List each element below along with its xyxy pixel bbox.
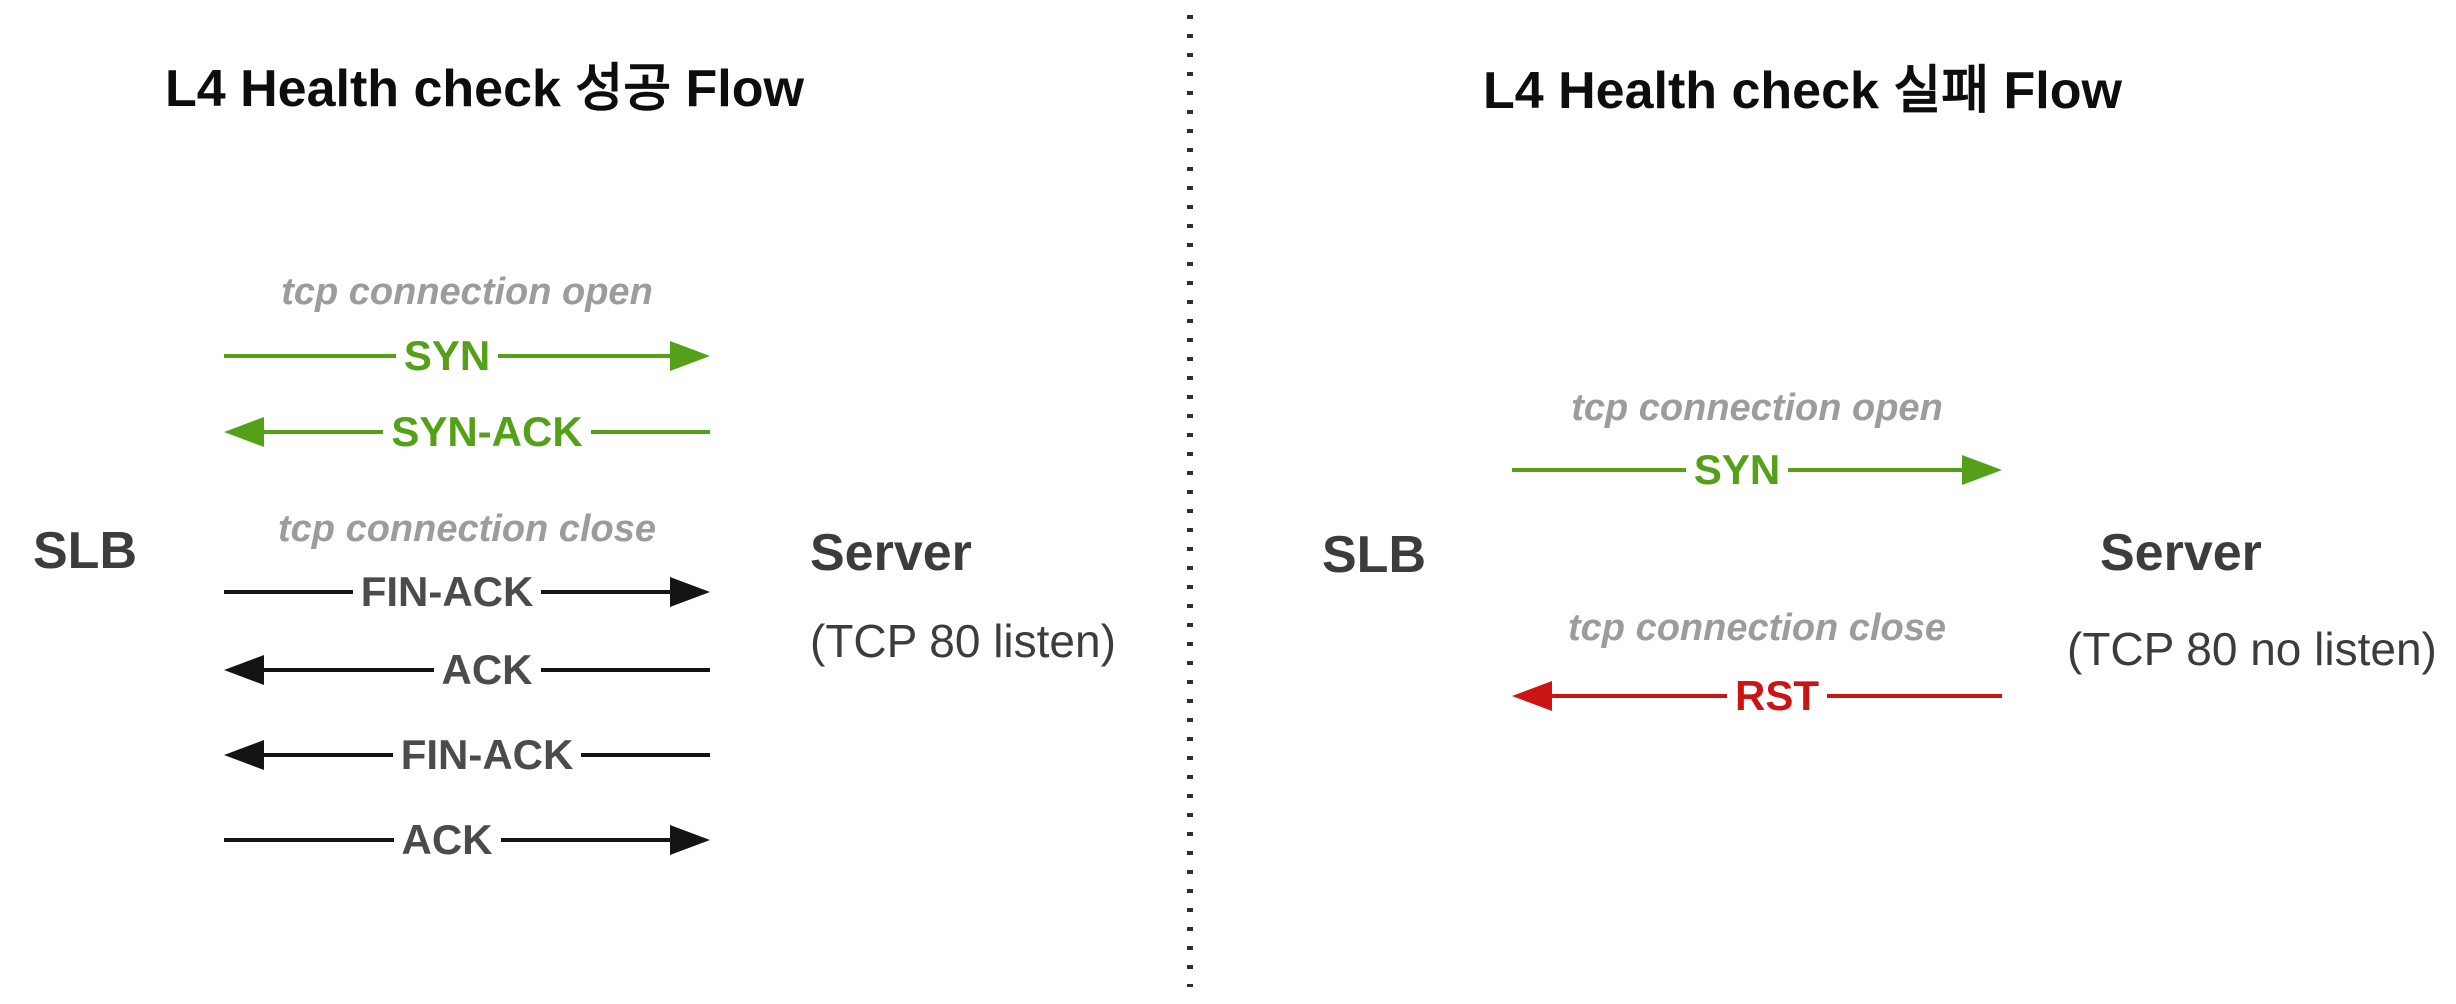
arrow-fin-ack-1: FIN-ACK: [224, 568, 711, 615]
arrow-line: [498, 354, 671, 358]
panel-failure-title: L4 Health check 실패 Flow: [1483, 62, 2122, 120]
arrow-label: FIN-ACK: [360, 568, 534, 615]
arrow-syn-ack: SYN-ACK: [224, 408, 710, 455]
section-label-tcp-close: tcp connection close: [278, 508, 656, 550]
arrow-syn: SYN: [1512, 446, 2003, 493]
arrow-label: SYN-ACK: [391, 408, 583, 455]
dotted-divider: [1187, 15, 1193, 987]
server-label: Server: [810, 524, 972, 582]
arrow-line: [264, 430, 384, 434]
slb-label: SLB: [33, 522, 137, 580]
section-label-tcp-close: tcp connection close: [1568, 607, 1946, 649]
arrow-line: [500, 838, 670, 842]
section-label-tcp-open: tcp connection open: [281, 271, 653, 313]
arrowhead-left-icon: [224, 655, 264, 685]
panel-success-title: L4 Health check 성공 Flow: [165, 60, 804, 118]
arrow-line: [224, 354, 396, 358]
arrow-line: [224, 838, 394, 842]
arrowhead-left-icon: [1512, 681, 1552, 711]
arrow-line: [1788, 468, 1963, 472]
server-label: Server: [2100, 524, 2262, 582]
arrow-line: [264, 753, 393, 757]
arrowhead-right-icon: [670, 341, 711, 371]
server-note: (TCP 80 no listen): [2067, 623, 2437, 675]
arrow-label: ACK: [401, 816, 493, 863]
arrow-line: [1512, 468, 1686, 472]
arrow-line: [264, 668, 434, 672]
arrow-line: [590, 430, 710, 434]
arrow-line: [224, 590, 353, 594]
arrow-label: ACK: [441, 646, 533, 693]
arrow-line: [1827, 694, 2002, 698]
arrow-line: [581, 753, 711, 757]
arrow-line: [540, 668, 710, 672]
server-note: (TCP 80 listen): [810, 615, 1116, 667]
arrow-line: [1552, 694, 1727, 698]
arrow-rst: RST: [1512, 672, 2002, 719]
arrow-fin-ack-2: FIN-ACK: [224, 731, 711, 778]
arrow-ack-2: ACK: [224, 816, 710, 863]
arrow-label: RST: [1735, 672, 1819, 719]
arrowhead-left-icon: [224, 740, 264, 770]
arrowhead-left-icon: [224, 417, 264, 447]
arrow-ack-1: ACK: [224, 646, 710, 693]
arrow-line: [541, 590, 671, 594]
arrow-syn: SYN: [224, 332, 711, 379]
section-label-tcp-open: tcp connection open: [1571, 387, 1943, 429]
arrow-label: FIN-ACK: [400, 731, 574, 778]
arrowhead-right-icon: [1962, 455, 2003, 485]
slb-label: SLB: [1322, 526, 1426, 584]
arrowhead-right-icon: [670, 825, 710, 855]
arrow-label: SYN: [1693, 446, 1781, 493]
arrowhead-right-icon: [670, 577, 711, 607]
arrow-label: SYN: [403, 332, 491, 379]
